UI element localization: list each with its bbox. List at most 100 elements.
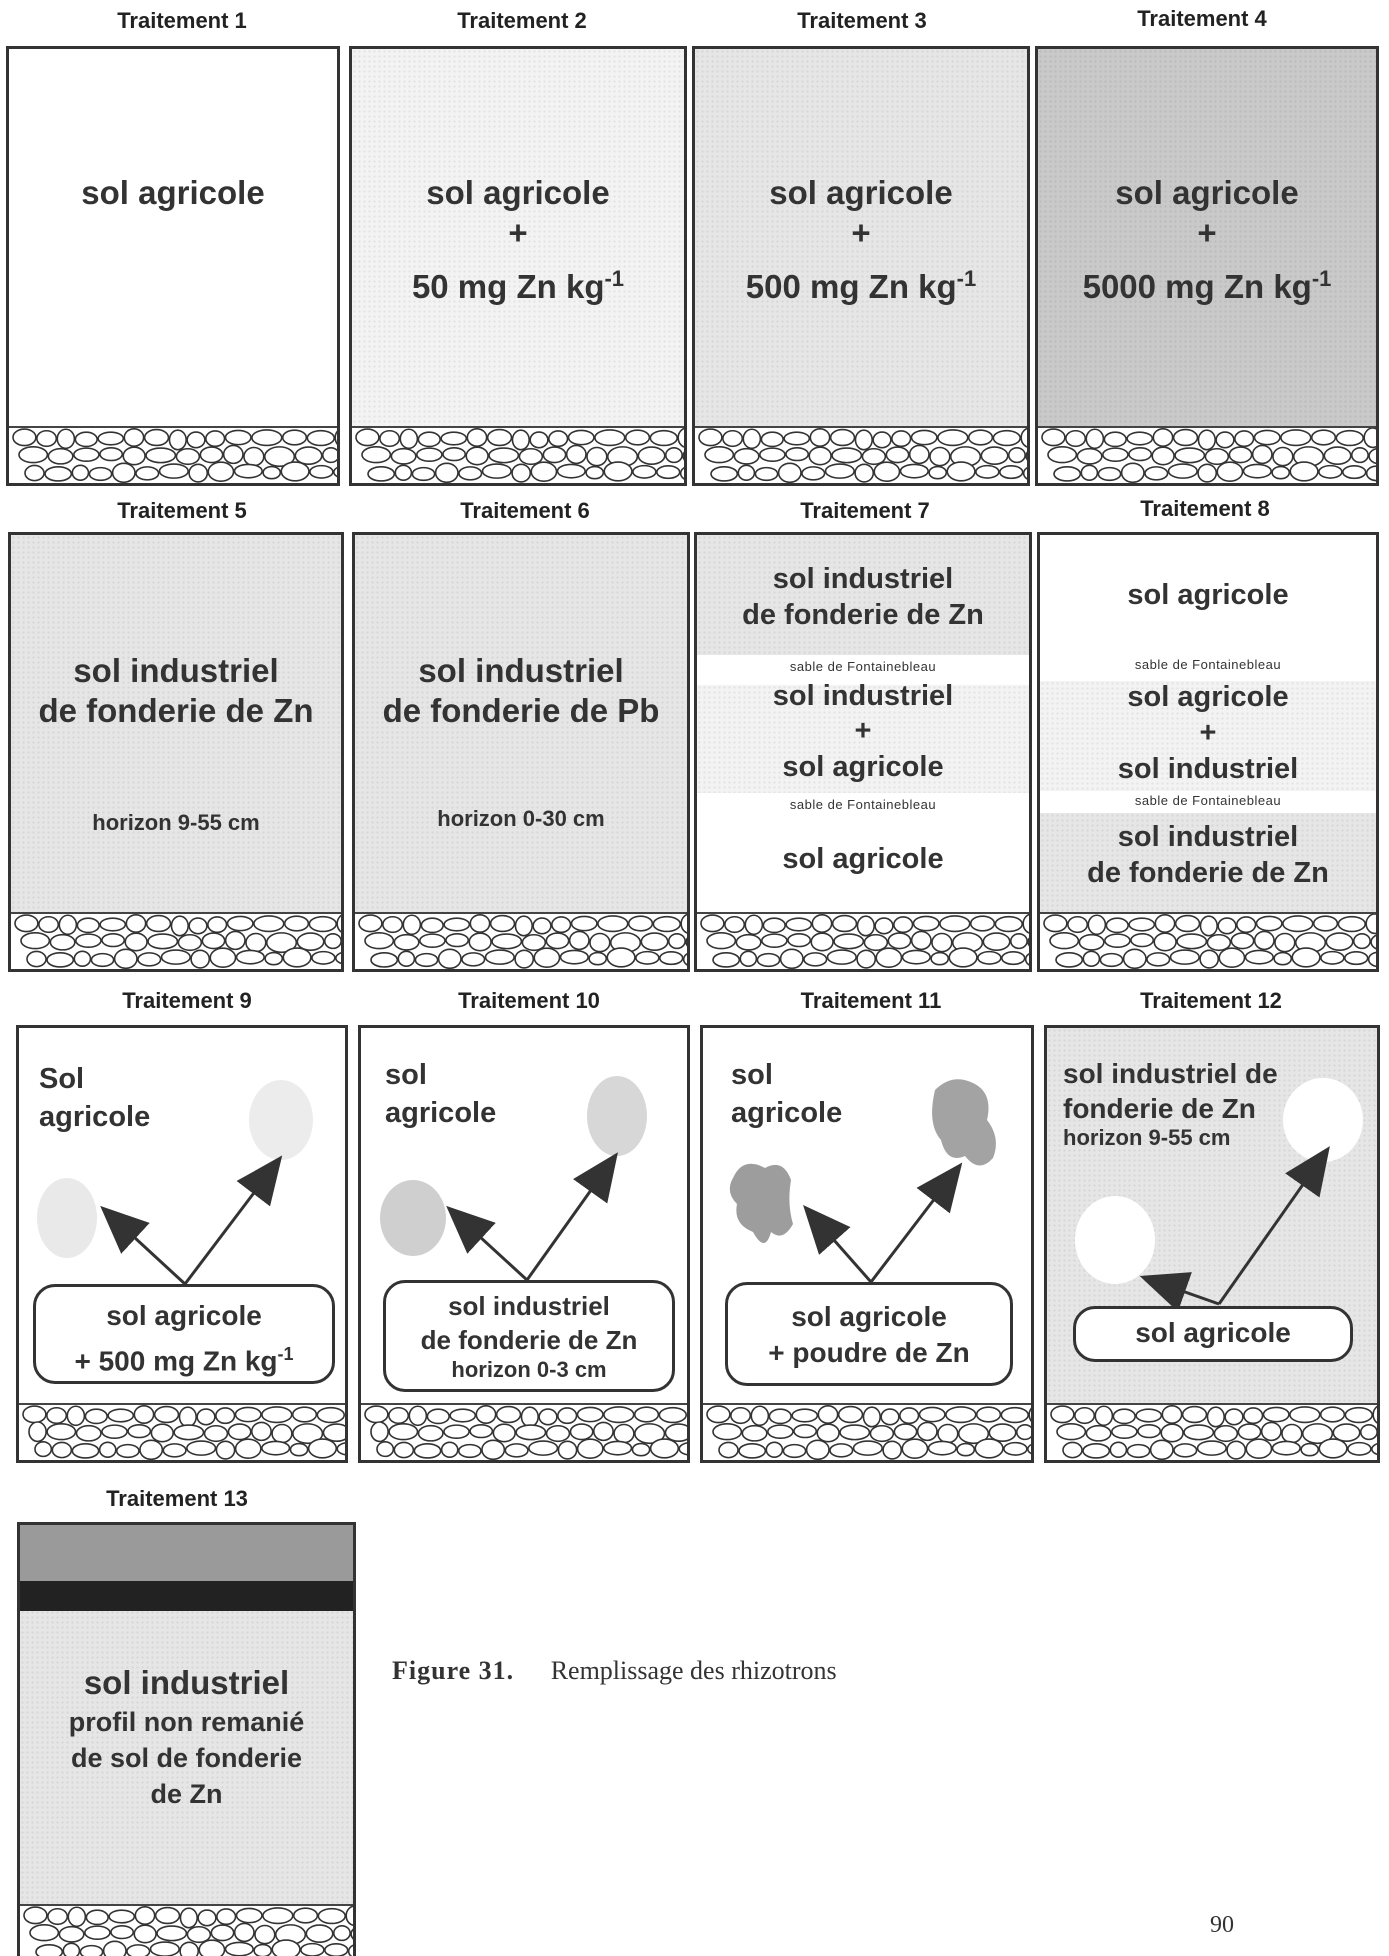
figure-caption: Figure 31. Remplissage des rhizotrons — [392, 1656, 837, 1686]
treatment-10-title: Traitement 10 — [458, 988, 600, 1013]
gravel-layer — [20, 1904, 353, 1956]
gravel-layer — [355, 912, 687, 969]
arrow — [100, 1205, 187, 1286]
treatment-13-title: Traitement 13 — [106, 1486, 248, 1511]
treatment-1-title: Traitement 1 — [117, 8, 247, 33]
hotspot-patch — [932, 1079, 996, 1166]
treatment-10-hotspots — [380, 1076, 647, 1282]
hotspot-patch — [1075, 1196, 1155, 1284]
treatment-3-rhizotron: sol agricole + 500 mg Zn kg-1 — [692, 46, 1030, 486]
treatment-9-source-box: sol agricole + 500 mg Zn kg-1 — [33, 1284, 335, 1384]
hotspot-patch — [729, 1163, 793, 1243]
treatment-5-soil-label: sol industriel — [73, 652, 279, 689]
arrow — [183, 1155, 283, 1285]
treatment-10-source-box: sol industriel de fonderie de Zn horizon… — [383, 1280, 675, 1392]
treatment-13-soil-label: sol industriel — [83, 1664, 290, 1701]
industrial-soil-layer — [697, 535, 1029, 655]
treatment-6-soil-label: sol industriel — [418, 652, 624, 689]
treatment-8-layer-3: sol industriel — [1117, 821, 1299, 853]
industrial-soil-layer — [1040, 813, 1376, 917]
gravel-layer — [11, 912, 341, 969]
treatment-8-layer-1: sol agricole — [1127, 579, 1289, 611]
treatment-11-hotspots — [729, 1079, 996, 1283]
treatment-5-rhizotron: sol industriel de fonderie de Zn horizon… — [8, 532, 344, 972]
treatment-4-plus: + — [1197, 214, 1217, 251]
treatment-8-layer-3b: de fonderie de Zn — [1087, 857, 1329, 889]
treatment-12-title: Traitement 12 — [1140, 988, 1282, 1013]
treatment-6-rhizotron: sol industriel de fonderie de Pb horizon… — [352, 532, 690, 972]
treatment-4-dose: 5000 mg Zn kg-1 — [1082, 266, 1332, 305]
arrow — [446, 1205, 529, 1282]
treatment-2-dose: 50 mg Zn kg-1 — [411, 266, 625, 305]
treatment-7-layer-2: sol industriel — [772, 680, 954, 712]
gravel-layer — [352, 426, 684, 483]
treatment-3-plus: + — [851, 214, 871, 251]
treatment-12-corner-label: sol industriel de fonderie de Zn horizon… — [1063, 1058, 1278, 1150]
gravel-layer — [9, 426, 337, 483]
treatment-1-rhizotron: sol agricole — [6, 46, 340, 486]
treatment-5-horizon: horizon 9-55 cm — [92, 810, 260, 835]
treatment-13-profile: profil non remanié — [68, 1707, 305, 1737]
gravel-layer — [695, 426, 1027, 483]
treatment-3-title: Traitement 3 — [797, 8, 927, 33]
treatment-8-layer-2-plus: + — [1199, 717, 1217, 749]
treatment-13-metal: de Zn — [150, 1779, 223, 1809]
treatment-2-rhizotron: sol agricole + 50 mg Zn kg-1 — [349, 46, 687, 486]
treatment-7-layer-3: sol agricole — [782, 843, 944, 875]
mixed-soil-layer — [1040, 681, 1376, 791]
arrow — [803, 1205, 873, 1283]
gravel-layer — [1040, 912, 1376, 969]
treatment-5-title: Traitement 5 — [117, 498, 247, 523]
arrow — [1139, 1272, 1220, 1312]
treatment-8-sand-2: sable de Fontainebleau — [1134, 793, 1282, 808]
treatment-7-sand-1: sable de Fontainebleau — [789, 659, 937, 674]
treatment-6-title: Traitement 6 — [460, 498, 590, 523]
hotspot-patch — [380, 1180, 446, 1256]
treatment-3-soil-label: sol agricole — [769, 174, 953, 211]
page-number: 90 — [1210, 1912, 1234, 1938]
treatment-3-dose: 500 mg Zn kg-1 — [745, 266, 977, 305]
treatment-4-title: Traitement 4 — [1137, 6, 1267, 31]
treatment-2-title: Traitement 2 — [457, 8, 587, 33]
treatment-9-hotspots — [37, 1080, 313, 1286]
hotspot-patch — [1283, 1078, 1363, 1162]
gravel-layer — [361, 1403, 687, 1460]
arrow — [869, 1162, 963, 1283]
gravel-layer — [703, 1403, 1031, 1460]
gravel-layer — [19, 1403, 345, 1460]
treatment-8-rhizotron: sol agricole sable de Fontainebleau sol … — [1037, 532, 1379, 972]
treatment-2-plus: + — [508, 214, 528, 251]
treatment-7-layer-2b: sol agricole — [782, 751, 944, 783]
treatment-8-sand-1: sable de Fontainebleau — [1134, 657, 1282, 672]
gravel-layer — [697, 912, 1029, 969]
arrow — [525, 1152, 618, 1281]
gravel-layer — [1038, 426, 1376, 483]
treatment-2-soil-label: sol agricole — [426, 174, 610, 211]
treatment-7-rhizotron: sol industriel de fonderie de Zn sable d… — [694, 532, 1032, 972]
treatment-4-rhizotron: sol agricole + 5000 mg Zn kg-1 — [1035, 46, 1379, 486]
treatment-7-sand-2: sable de Fontainebleau — [789, 797, 937, 812]
arrow — [1217, 1146, 1330, 1305]
dark-horizon-band — [20, 1581, 353, 1611]
mixed-soil-layer — [697, 685, 1029, 793]
treatment-4-soil-label: sol agricole — [1115, 174, 1299, 211]
treatment-7-layer-2-plus: + — [854, 715, 872, 747]
gravel-layer — [1047, 1403, 1377, 1460]
treatment-13-origin: de sol de fonderie — [70, 1743, 303, 1773]
treatment-7-title: Traitement 7 — [800, 498, 930, 523]
figure-title: Remplissage des rhizotrons — [550, 1656, 837, 1685]
treatment-8-title: Traitement 8 — [1140, 496, 1270, 521]
treatment-5-soil-origin: de fonderie de Zn — [38, 692, 314, 729]
treatment-7-layer-1b: de fonderie de Zn — [742, 599, 984, 631]
hotspot-patch — [587, 1076, 647, 1156]
hotspot-patch — [249, 1080, 313, 1160]
treatment-8-layer-2: sol agricole — [1127, 681, 1289, 713]
treatment-11-source-box: sol agricole + poudre de Zn — [725, 1282, 1013, 1386]
treatment-12-rhizotron: sol industriel de fonderie de Zn horizon… — [1044, 1025, 1380, 1463]
